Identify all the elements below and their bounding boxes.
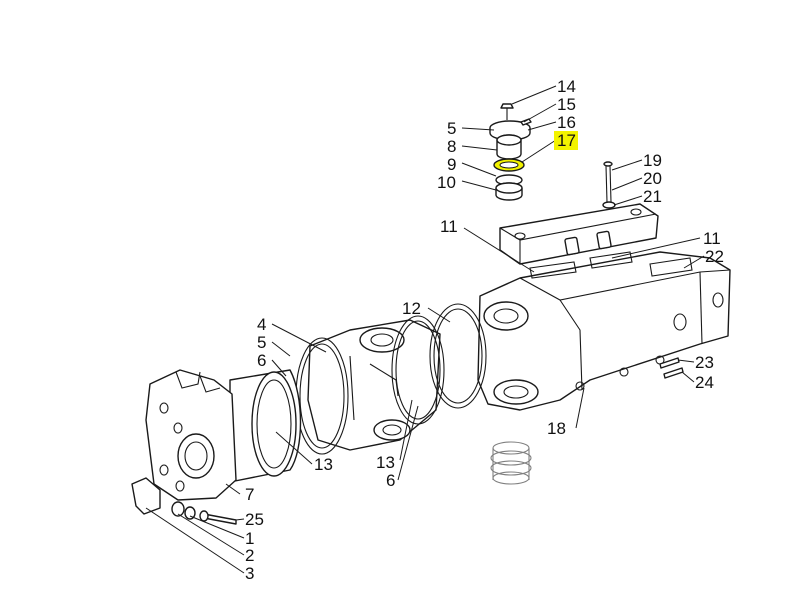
label-24: 24 — [695, 373, 714, 392]
label-7: 7 — [245, 485, 254, 504]
label-12: 12 — [402, 299, 421, 318]
center-swivel-housing — [307, 319, 441, 451]
label-16: 16 — [557, 113, 576, 132]
label-3: 3 — [245, 564, 254, 583]
label-15: 15 — [557, 95, 576, 114]
label-5-top: 5 — [447, 119, 456, 138]
label-19: 19 — [643, 151, 662, 170]
label-6-left: 6 — [257, 351, 266, 370]
label-6-bottom: 6 — [386, 471, 395, 490]
label-11-left: 11 — [440, 217, 458, 236]
label-2: 2 — [245, 546, 254, 565]
label-21: 21 — [643, 187, 662, 206]
label-9: 9 — [447, 155, 456, 174]
left-end-flange — [145, 369, 237, 501]
label-22: 22 — [705, 247, 724, 266]
label-4: 4 — [257, 315, 266, 334]
top-cover — [499, 203, 659, 265]
bolt-assembly — [602, 161, 616, 209]
label-8: 8 — [447, 137, 456, 156]
label-13-left: 13 — [314, 455, 333, 474]
label-14: 14 — [557, 77, 576, 96]
label-18: 18 — [547, 419, 566, 438]
part-number-labels: 14 15 16 17 5 8 9 10 19 20 21 11 11 22 1… — [245, 77, 724, 583]
breather-plug-assembly — [489, 103, 532, 201]
seal-rings — [295, 303, 487, 455]
label-5-middle: 5 — [257, 333, 266, 352]
leader-lines — [145, 85, 705, 574]
label-23: 23 — [695, 353, 714, 372]
label-17-highlight — [554, 131, 578, 150]
label-10: 10 — [437, 173, 456, 192]
label-11-right: 11 — [703, 229, 721, 248]
label-1: 1 — [245, 529, 254, 548]
label-13-right: 13 — [376, 453, 395, 472]
spring-component — [490, 441, 532, 485]
small-bolts — [659, 357, 684, 379]
label-20: 20 — [643, 169, 662, 188]
main-axle-housing — [477, 251, 731, 411]
label-17: 17 — [557, 131, 576, 150]
retainer-clip-and-fasteners — [131, 477, 237, 525]
label-25: 25 — [245, 510, 264, 529]
left-axle-tube — [229, 369, 302, 483]
